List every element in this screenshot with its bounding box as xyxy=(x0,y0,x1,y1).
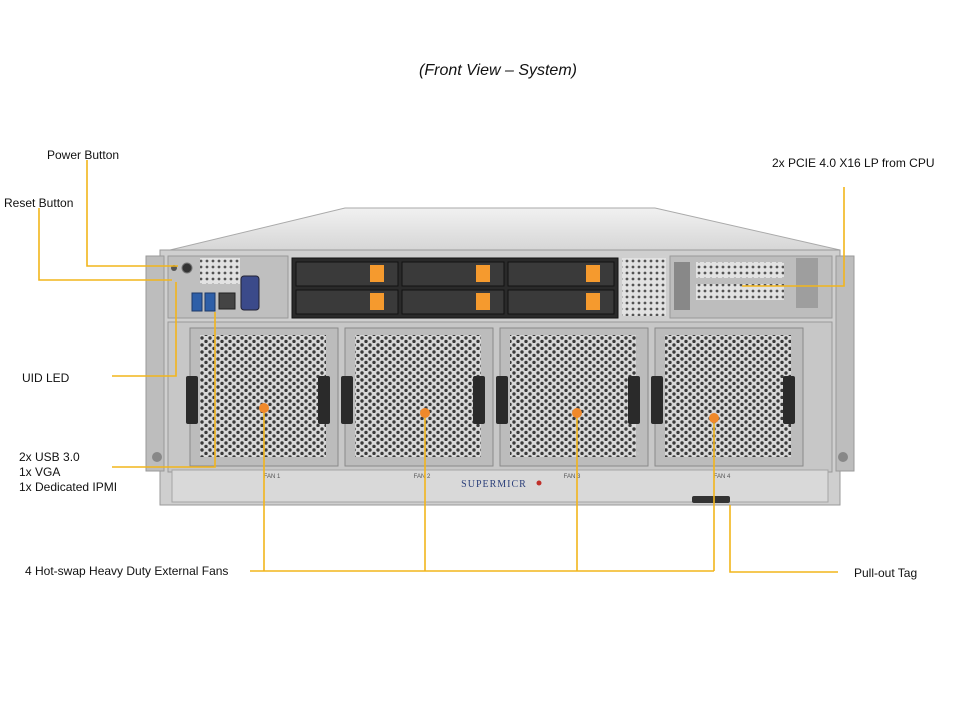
pull-out-tag[interactable] xyxy=(692,496,730,503)
fan-4-marker xyxy=(709,413,719,423)
pcie-leader xyxy=(742,187,845,287)
usb-label: 2x USB 3.0 xyxy=(19,450,80,464)
uid-led-leader xyxy=(112,282,177,377)
fan-modules xyxy=(186,327,804,467)
power-button-label: Power Button xyxy=(47,148,120,162)
fan-module-2[interactable] xyxy=(341,327,494,467)
figure-title: (Front View – System) xyxy=(419,62,577,79)
reset-button-leader xyxy=(38,208,172,281)
drive-latch[interactable] xyxy=(370,265,384,282)
pcie-bracket xyxy=(674,262,690,310)
callout-markers xyxy=(259,403,719,423)
vga-port xyxy=(240,275,260,311)
chassis-top xyxy=(169,207,841,251)
pcie-slot-1 xyxy=(696,262,784,278)
fan-module-3[interactable] xyxy=(496,327,649,467)
drive-side-vent xyxy=(622,258,666,316)
fan-module-4[interactable] xyxy=(651,327,804,467)
right-rack-ear xyxy=(835,255,855,472)
control-vent xyxy=(200,258,240,284)
fan-module-1[interactable] xyxy=(186,327,339,467)
left-screw xyxy=(152,452,162,462)
fan-3-marker xyxy=(572,408,582,418)
fan-label: FAN 3 xyxy=(564,474,581,480)
fan-2-marker xyxy=(420,408,430,418)
uid-led-label: UID LED xyxy=(22,371,70,385)
drive-latch[interactable] xyxy=(586,293,600,310)
brand-logo: SUPERMICR xyxy=(461,479,527,490)
fan-label: FAN 4 xyxy=(714,474,731,480)
drive-bays xyxy=(295,261,615,315)
leader-lines xyxy=(38,160,845,573)
right-screw xyxy=(838,452,848,462)
pcie-latch xyxy=(796,258,818,308)
brand-logo-dot xyxy=(536,480,542,486)
usb-port-1 xyxy=(191,292,203,312)
drive-latch[interactable] xyxy=(476,265,490,282)
vga-label: 1x VGA xyxy=(19,465,61,479)
power-button-leader xyxy=(86,160,178,267)
io-ports-label: 2x USB 3.0 1x VGA 1x Dedicated IPMI xyxy=(19,450,117,495)
drive-latch[interactable] xyxy=(476,293,490,310)
fan-label: FAN 2 xyxy=(414,474,431,480)
fan-1-marker xyxy=(259,403,269,413)
drive-latch[interactable] xyxy=(370,293,384,310)
fan-label: FAN 1 xyxy=(264,474,281,480)
pcie-label: 2x PCIE 4.0 X16 LP from CPU xyxy=(772,156,935,170)
io-ports-leader xyxy=(112,312,216,468)
usb-port-2 xyxy=(204,292,216,312)
pull-out-tag-label: Pull-out Tag xyxy=(854,566,918,580)
reset-button-label: Reset Button xyxy=(4,196,74,210)
ipmi-port xyxy=(218,292,236,310)
pull-out-tag-leader xyxy=(729,505,838,573)
fans-label: 4 Hot-swap Heavy Duty External Fans xyxy=(25,564,229,578)
ipmi-label: 1x Dedicated IPMI xyxy=(19,480,118,494)
left-rack-ear xyxy=(145,255,165,472)
drive-latch[interactable] xyxy=(586,265,600,282)
pcie-slot-2 xyxy=(696,284,784,300)
power-button[interactable] xyxy=(181,262,193,274)
